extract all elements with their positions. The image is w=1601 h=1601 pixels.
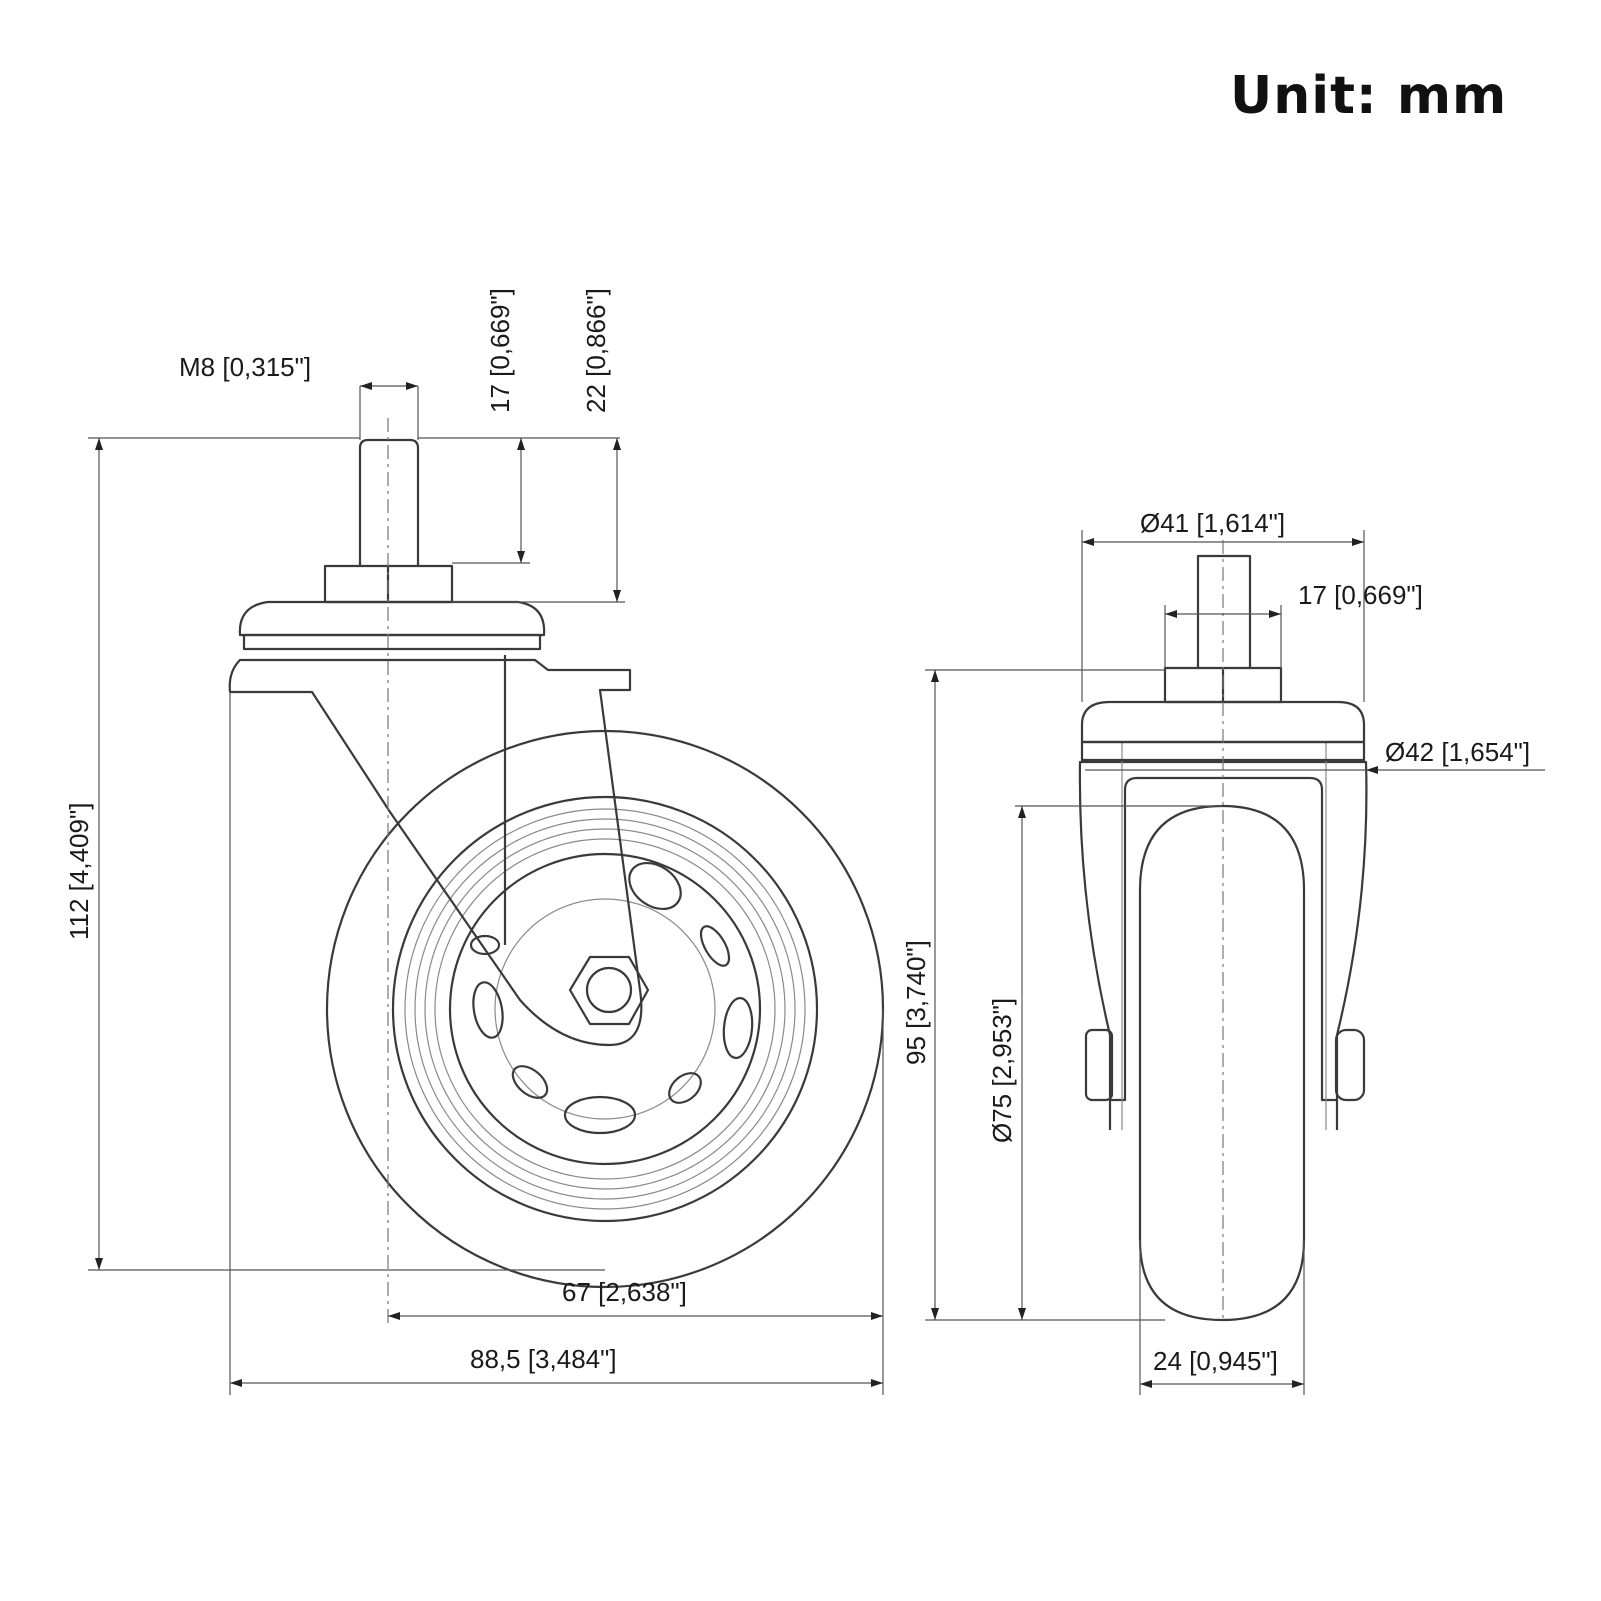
dim-24-label: 24 [0,945"] [1153, 1346, 1278, 1376]
dim-88-5-label: 88,5 [3,484"] [470, 1344, 617, 1374]
top-plate [238, 600, 546, 637]
dim-112-label: 112 [4,409"] [64, 803, 94, 940]
front-top-plate [1080, 700, 1366, 744]
front-wheel [1138, 804, 1306, 1322]
axle-bolt-left [1084, 1028, 1114, 1102]
dim-17-stem-label: 17 [0,669"] [485, 288, 515, 413]
wheel-tire [325, 729, 885, 1289]
dim-17-front-label: 17 [0,669"] [1298, 580, 1423, 610]
threaded-stem [358, 438, 420, 566]
axle-nut [568, 955, 650, 1026]
dimension-lines [88, 382, 1545, 1395]
unit-title: Unit: mm [1230, 66, 1508, 126]
axle-bolt-right [1334, 1028, 1366, 1102]
dim-m8-label: M8 [0,315"] [179, 352, 311, 382]
dim-d42-label: Ø42 [1,654"] [1385, 737, 1530, 767]
front-stem [1196, 554, 1252, 668]
dim-22-label: 22 [0,866"] [581, 288, 611, 413]
dim-d75-label: Ø75 [2,953"] [987, 998, 1017, 1143]
dim-67-label: 67 [2,638"] [562, 1277, 687, 1307]
caster-fork [228, 658, 643, 1047]
front-fork [1078, 760, 1368, 1102]
wheel-hub [391, 795, 819, 1223]
dimension-labels: M8 [0,315"] 17 [0,669"] 22 [0,866"] 112 … [64, 288, 1530, 1376]
dim-95-label: 95 [3,740"] [901, 940, 931, 1065]
side-view-caster [228, 418, 885, 1325]
front-view-caster [1078, 540, 1368, 1322]
dim-d41-label: Ø41 [1,614"] [1140, 508, 1285, 538]
